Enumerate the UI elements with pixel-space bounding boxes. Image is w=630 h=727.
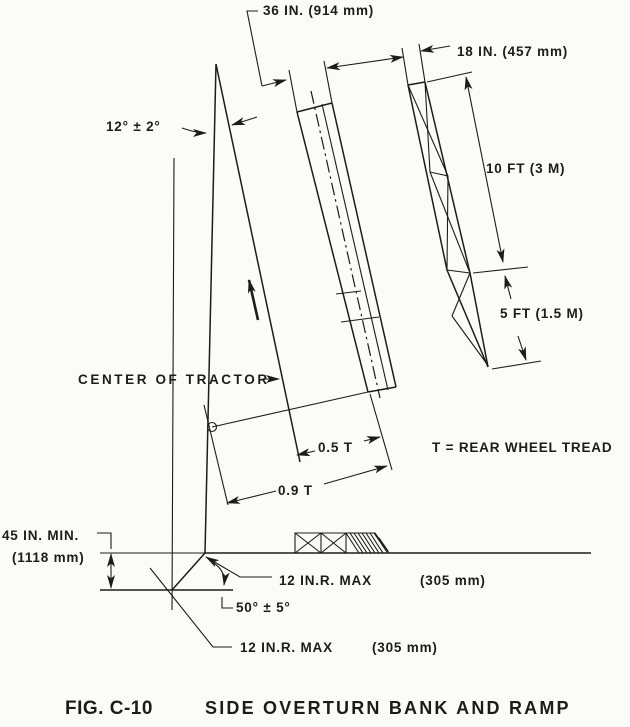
label-center-of-tractor: CENTER OF TRACTOR	[78, 372, 270, 387]
label-tread-note: T = REAR WHEEL TREAD	[432, 440, 612, 455]
dim-10ft-5ft	[426, 71, 542, 370]
label-12deg: 12° ± 2°	[106, 119, 161, 134]
label-36in: 36 IN. (914 mm)	[263, 3, 374, 18]
center-of-tractor-point	[206, 421, 218, 433]
radius-bottom-leader	[149, 567, 232, 648]
label-09t: 0.9 T	[278, 483, 313, 498]
label-radius-bottom-mm: (305 mm)	[372, 640, 438, 655]
label-10ft: 10 FT (3 M)	[486, 161, 565, 176]
ramp-hatching	[345, 532, 389, 554]
truss-brace	[446, 175, 449, 271]
caption-title: SIDE OVERTURN BANK AND RAMP	[205, 698, 571, 718]
bank-slope	[171, 552, 206, 591]
label-18in: 18 IN. (457 mm)	[457, 44, 568, 59]
label-5ft: 5 FT (1.5 M)	[500, 306, 584, 321]
angle-50-arc	[211, 561, 230, 586]
truss-brace	[424, 81, 431, 173]
angle-12deg	[181, 116, 258, 137]
plumb-line	[204, 63, 217, 554]
truss-brace	[451, 315, 488, 365]
reference-lines	[171, 63, 369, 611]
vertical-through-bank-toe	[171, 157, 175, 611]
label-radius-top-mm: (305 mm)	[420, 573, 486, 588]
truss-brace	[429, 171, 471, 274]
ramp-centerline	[310, 90, 381, 399]
center-to-ramp-corner-line	[211, 391, 369, 428]
approach-ramp-block	[294, 532, 390, 554]
label-radius-top: 12 IN.R. MAX	[279, 573, 372, 588]
radius-top-leader	[205, 556, 272, 578]
truss-brace	[451, 272, 471, 317]
label-50deg: 50° ± 5°	[236, 600, 291, 615]
label-radius-bottom: 12 IN.R. MAX	[240, 640, 333, 655]
dim-tread	[226, 393, 393, 504]
bank-and-ground	[97, 532, 591, 648]
figure-caption: FIG. C-10 SIDE OVERTURN BANK AND RAMP	[65, 698, 571, 719]
label-45in: 45 IN. MIN.	[2, 528, 79, 543]
caption-number: FIG. C-10	[65, 698, 153, 719]
ramp-inner-edge	[321, 103, 389, 391]
dim-18in	[401, 43, 451, 86]
tilted-path-line	[215, 63, 301, 463]
label-45in-mm: (1118 mm)	[12, 550, 85, 565]
label-05t: 0.5 T	[318, 440, 353, 455]
dim-36in	[246, 10, 404, 113]
ramp-plan-view	[296, 90, 397, 399]
travel-direction-arrow	[247, 279, 260, 321]
rail-truss-view	[407, 81, 489, 368]
tractor-centerline-segment	[203, 404, 229, 506]
